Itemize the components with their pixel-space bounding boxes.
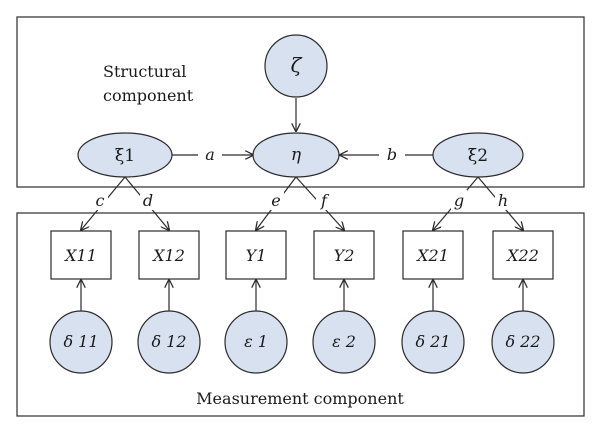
y1-label: Y1: [246, 246, 267, 265]
path-label-h: h: [498, 191, 508, 210]
error-node-d12: [137, 310, 201, 374]
path-label-b: b: [387, 145, 397, 164]
d11-label: δ 11: [63, 332, 98, 351]
d22-label: δ 22: [505, 332, 540, 351]
box-y2: [313, 230, 375, 280]
xi1-node: [77, 132, 173, 178]
box-x22: [492, 230, 554, 280]
zeta-label: ζ: [291, 53, 303, 77]
e2-label: ε 2: [332, 332, 356, 351]
x11-label: X11: [63, 246, 97, 265]
box-x12: [138, 230, 200, 280]
structural-label-line2: component: [103, 86, 194, 105]
box-y1: [225, 230, 287, 280]
error-node-d11: [49, 310, 113, 374]
xi1-label: ξ1: [115, 146, 135, 166]
xi2-label: ξ2: [468, 146, 488, 166]
box-x11: [50, 230, 112, 280]
error-node-e2: [312, 310, 376, 374]
error-node-d22: [491, 310, 555, 374]
box-x21: [402, 230, 464, 280]
error-node-d21: [401, 310, 465, 374]
path-label-e: e: [271, 191, 280, 210]
path-label-c: c: [96, 191, 105, 210]
zeta-node: [264, 34, 328, 98]
structural-label-line1: Structural: [103, 62, 186, 81]
path-label-g: g: [454, 191, 464, 210]
xi2-node: [432, 132, 524, 178]
structural-component-frame: [16, 16, 585, 188]
measurement-component-frame: [16, 212, 585, 417]
path-label-a: a: [205, 145, 215, 164]
x22-label: X22: [505, 246, 539, 265]
path-label-f: f: [320, 191, 330, 210]
d12-label: δ 12: [151, 332, 186, 351]
x21-label: X21: [415, 246, 449, 265]
e1-label: ε 1: [244, 332, 268, 351]
eta-label: η: [291, 145, 302, 165]
y2-label: Y2: [334, 246, 355, 265]
eta-node: [252, 132, 340, 178]
d21-label: δ 21: [415, 332, 450, 351]
path-label-d: d: [143, 191, 153, 210]
measurement-label: Measurement component: [196, 389, 404, 408]
error-node-e1: [224, 310, 288, 374]
x12-label: X12: [151, 246, 185, 265]
